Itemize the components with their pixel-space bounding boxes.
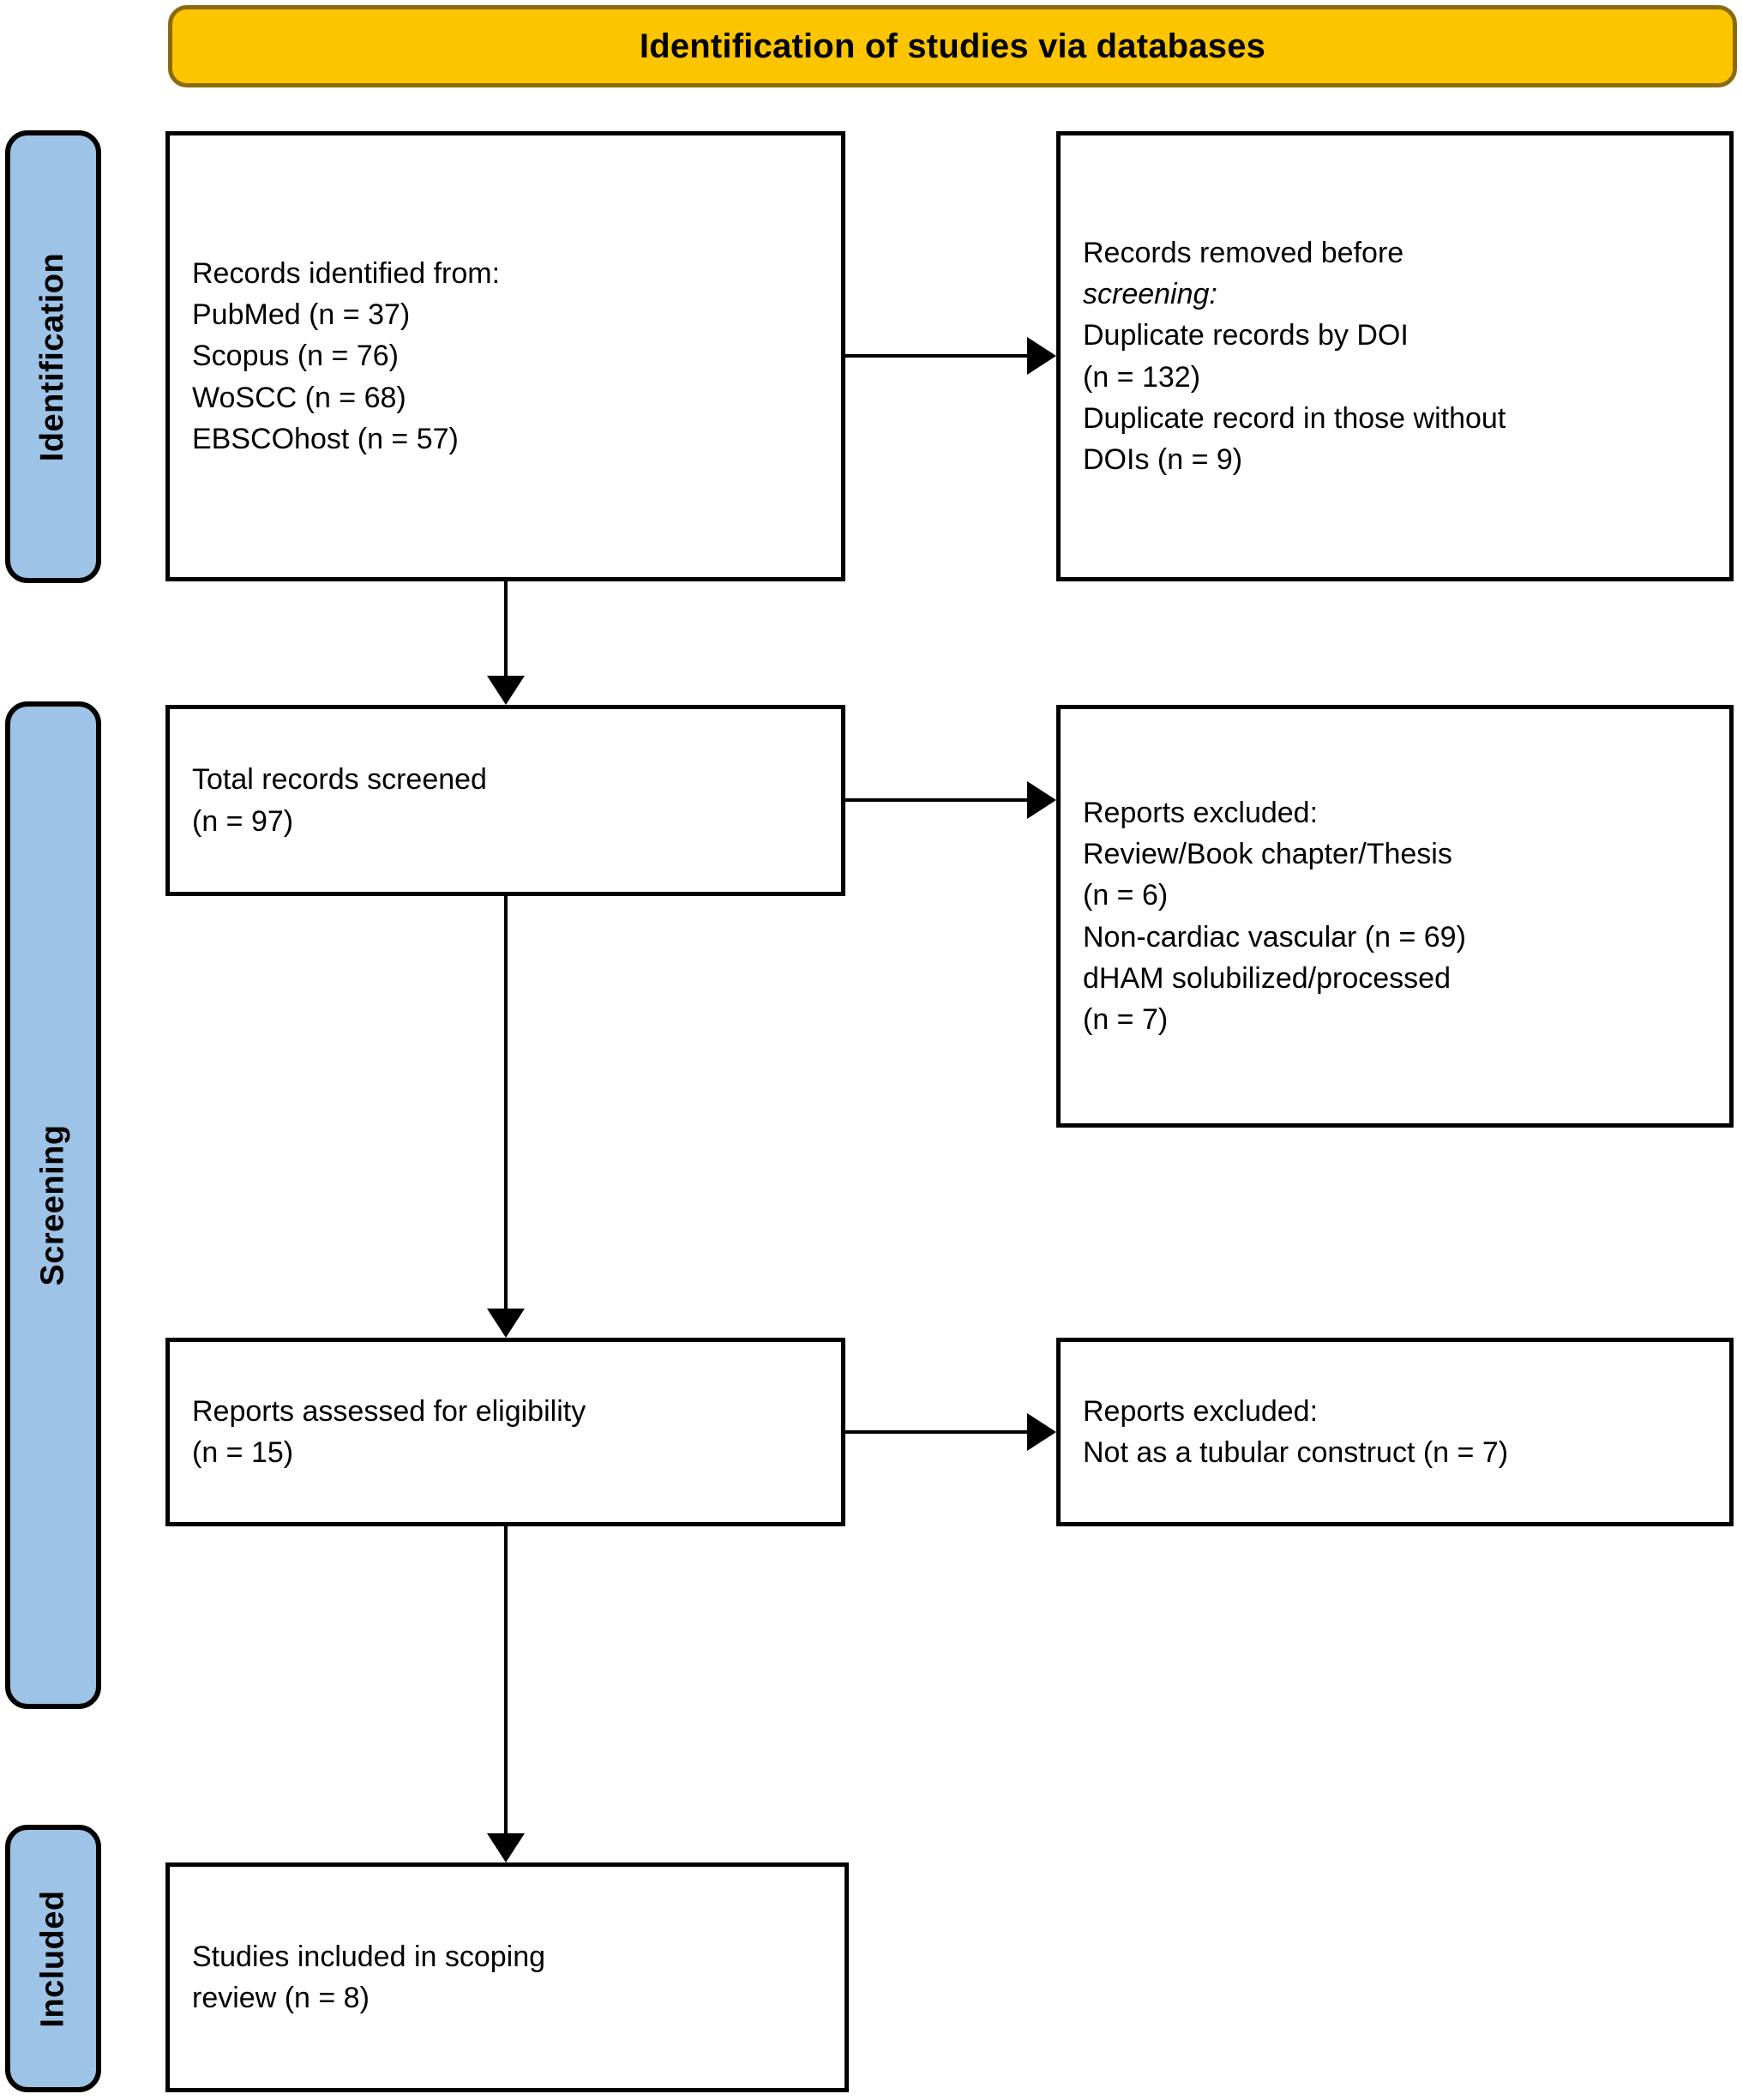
text-line: Reports excluded: bbox=[1083, 1394, 1319, 1428]
box-studies-included-text: Studies included in scoping review (n = … bbox=[170, 1936, 568, 2019]
box-reports-assessed-eligibility: Reports assessed for eligibility (n = 15… bbox=[165, 1338, 845, 1526]
arrow-shaft bbox=[845, 1430, 1029, 1434]
text-run-italic: screening: bbox=[1083, 277, 1217, 310]
text-line: Studies included in scoping bbox=[192, 1940, 546, 1973]
text-line: Review/Book chapter/Thesis bbox=[1083, 837, 1452, 870]
arrow-shaft bbox=[504, 1526, 508, 1835]
text-line: (n = 132) bbox=[1083, 360, 1201, 394]
box-records-removed: Records removed before screening: Duplic… bbox=[1056, 131, 1734, 581]
arrow-shaft bbox=[845, 798, 1029, 802]
stage-tab-identification-label: Identification bbox=[34, 252, 71, 461]
text-line: Records removed before bbox=[1083, 232, 1506, 274]
arrow-head-icon bbox=[487, 1309, 525, 1338]
arrow-head-icon bbox=[487, 1833, 525, 1862]
text-line: review (n = 8) bbox=[192, 1982, 370, 2014]
arrow-head-icon bbox=[1027, 781, 1056, 819]
box-records-identified-text: Records identified from: PubMed (n = 37)… bbox=[170, 253, 522, 460]
text-line: EBSCOhost (n = 57) bbox=[192, 422, 459, 455]
box-reports-excluded-eligibility-text: Reports excluded: Not as a tubular const… bbox=[1061, 1391, 1530, 1474]
box-records-identified: Records identified from: PubMed (n = 37)… bbox=[165, 131, 845, 581]
text-line: PubMed (n = 37) bbox=[192, 298, 411, 332]
stage-tab-included: Included bbox=[5, 1825, 101, 2092]
box-reports-excluded-eligibility: Reports excluded: Not as a tubular const… bbox=[1056, 1338, 1734, 1526]
arrow-shaft bbox=[504, 581, 508, 677]
text-line: dHAM solubilized/processed bbox=[1083, 961, 1451, 995]
diagram-header-title: Identification of studies via databases bbox=[639, 27, 1266, 65]
text-line: screening: bbox=[1083, 274, 1506, 315]
text-line: Non-cardiac vascular (n = 69) bbox=[1083, 920, 1466, 954]
text-line: (n = 97) bbox=[192, 804, 294, 838]
text-line: Reports assessed for eligibility bbox=[192, 1394, 586, 1428]
text-line: Duplicate records by DOI bbox=[1083, 319, 1409, 352]
diagram-header-banner: Identification of studies via databases bbox=[168, 5, 1737, 87]
arrow-head-icon bbox=[487, 676, 525, 705]
text-run: Records removed before bbox=[1083, 236, 1404, 269]
text-line: Records identified from: bbox=[192, 256, 501, 290]
box-reports-excluded-screening-text: Reports excluded: Review/Book chapter/Th… bbox=[1061, 792, 1488, 1041]
box-reports-excluded-screening: Reports excluded: Review/Book chapter/Th… bbox=[1056, 705, 1734, 1128]
text-line: Total records screened bbox=[192, 763, 487, 797]
arrow-head-icon bbox=[1027, 1413, 1056, 1451]
text-line: (n = 15) bbox=[192, 1436, 294, 1469]
text-line: Scopus (n = 76) bbox=[192, 340, 399, 373]
box-studies-included: Studies included in scoping review (n = … bbox=[165, 1862, 849, 2092]
stage-tab-identification: Identification bbox=[5, 130, 101, 583]
text-line: DOIs (n = 9) bbox=[1083, 443, 1243, 477]
text-line: Duplicate record in those without bbox=[1083, 401, 1506, 435]
box-total-records-screened: Total records screened (n = 97) bbox=[165, 705, 845, 896]
text-line: Not as a tubular construct (n = 7) bbox=[1083, 1436, 1509, 1469]
text-line: Reports excluded: bbox=[1083, 796, 1319, 829]
arrow-shaft bbox=[845, 354, 1029, 358]
text-line: WoSCC (n = 68) bbox=[192, 381, 406, 414]
stage-tab-screening: Screening bbox=[5, 701, 101, 1709]
stage-tab-screening-label: Screening bbox=[34, 1124, 71, 1286]
text-line: (n = 7) bbox=[1083, 1003, 1169, 1037]
box-reports-assessed-eligibility-text: Reports assessed for eligibility (n = 15… bbox=[170, 1391, 608, 1474]
text-line: (n = 6) bbox=[1083, 879, 1169, 912]
box-total-records-screened-text: Total records screened (n = 97) bbox=[170, 759, 509, 842]
box-records-removed-text: Records removed before screening: Duplic… bbox=[1061, 232, 1528, 481]
arrow-shaft bbox=[504, 896, 508, 1310]
stage-tab-included-label: Included bbox=[34, 1889, 71, 2028]
arrow-head-icon bbox=[1027, 337, 1056, 375]
